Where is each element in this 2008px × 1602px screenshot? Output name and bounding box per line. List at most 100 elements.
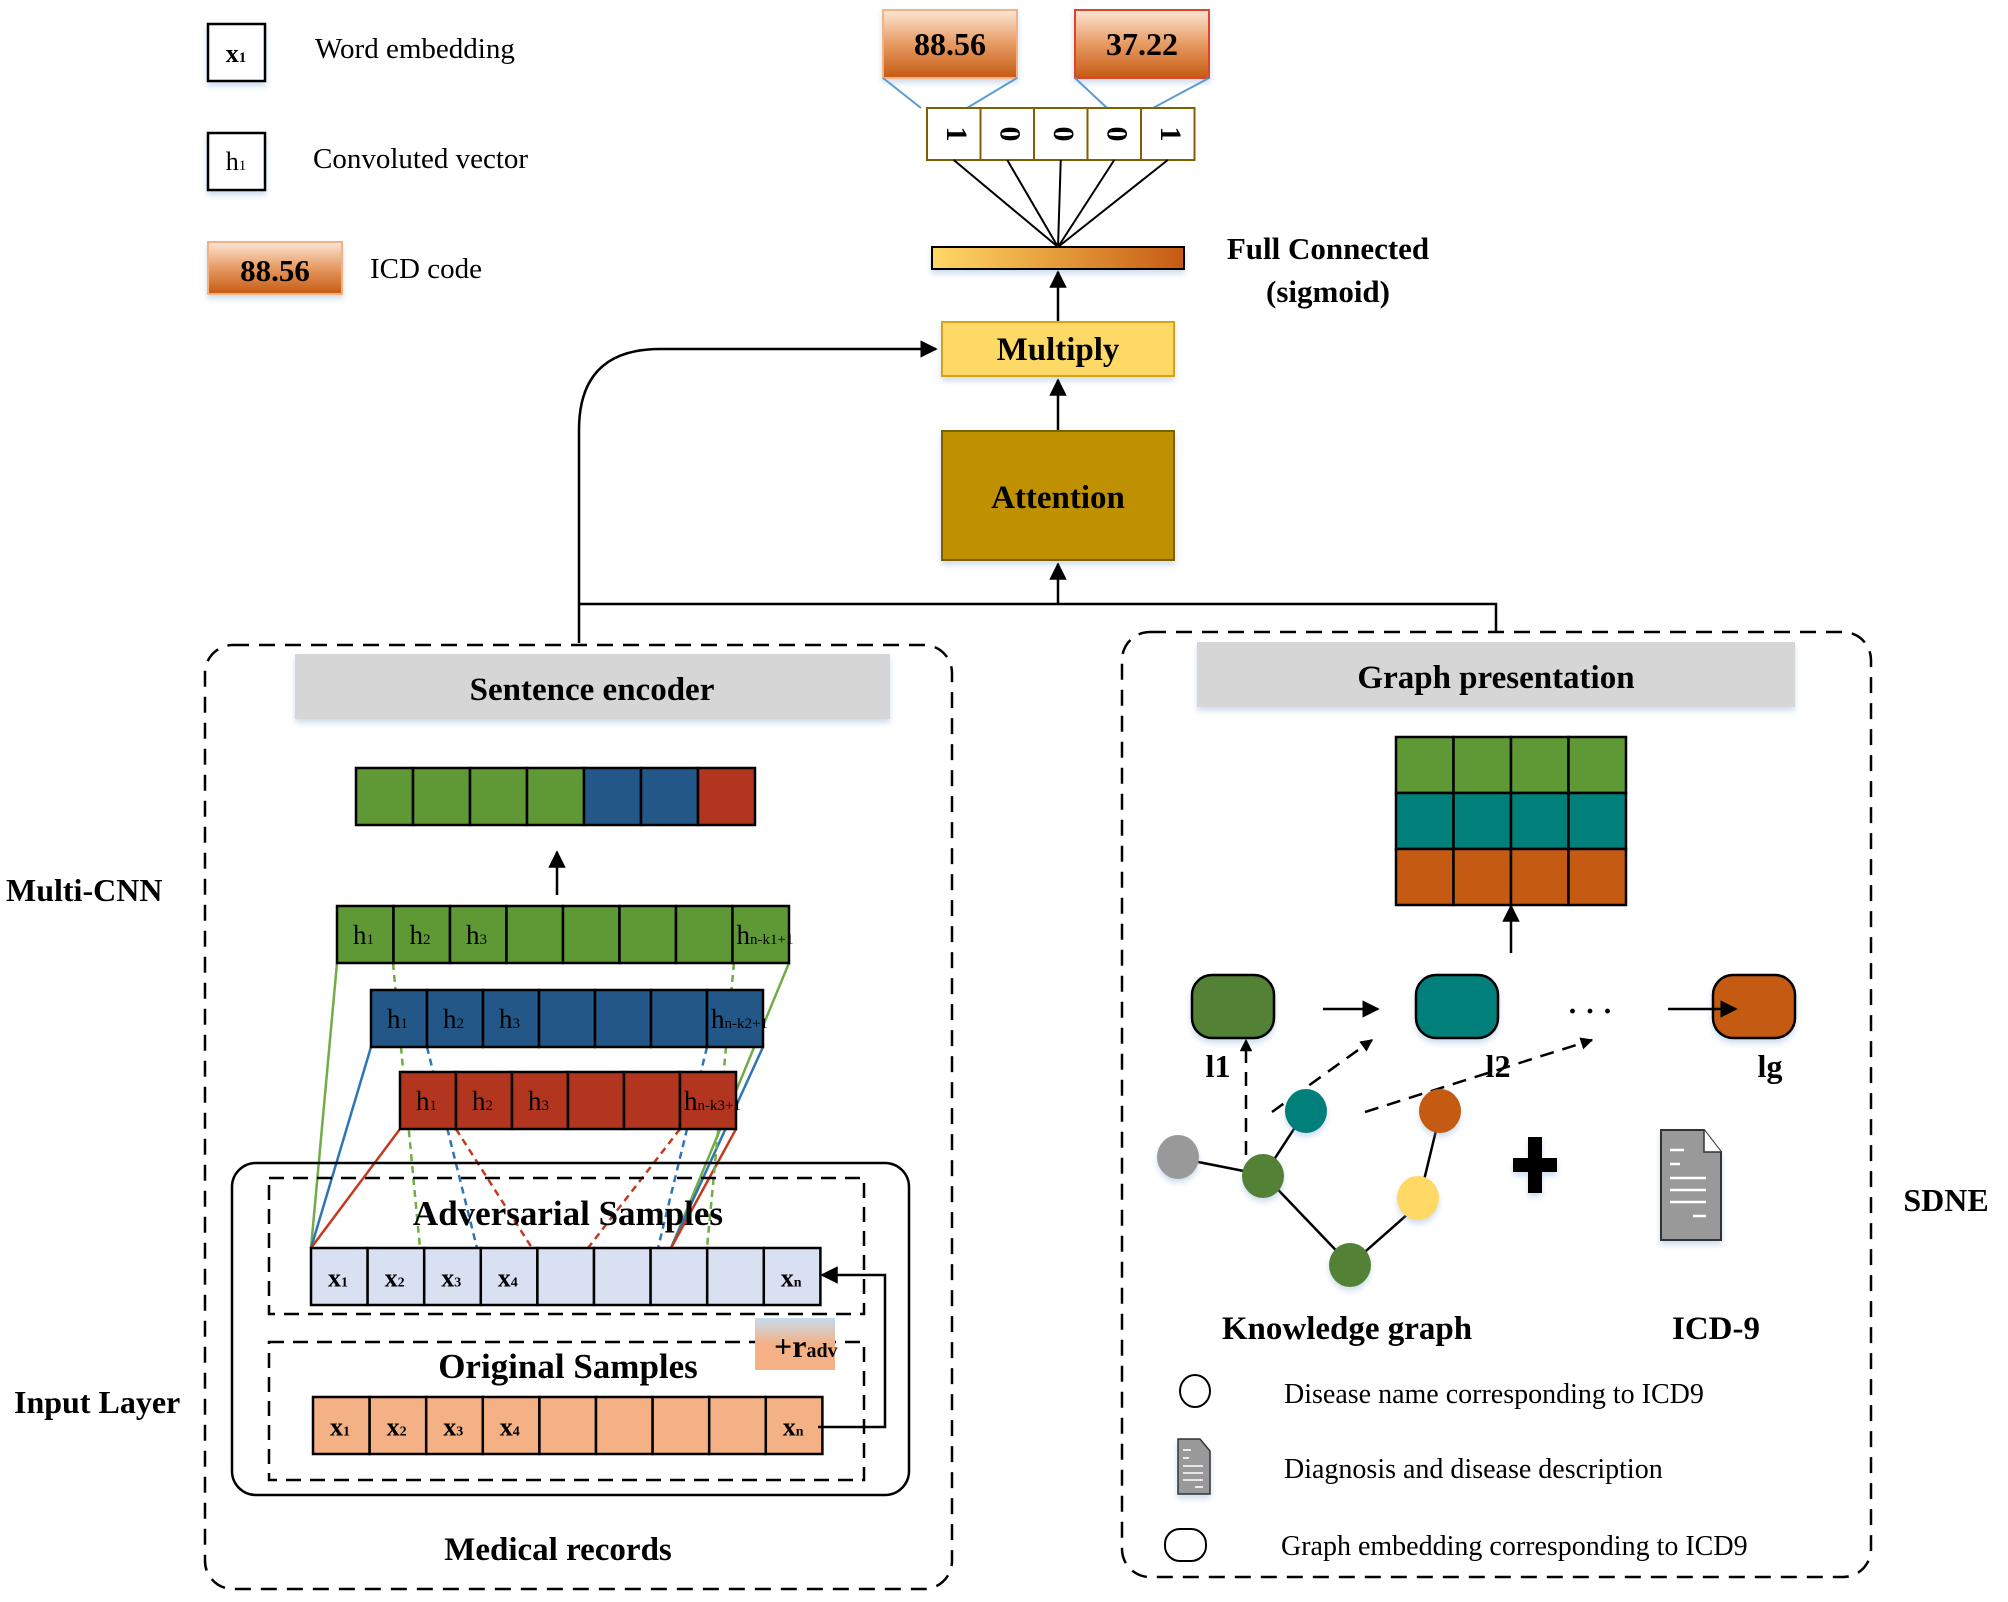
- cell-label: x2: [385, 1264, 405, 1293]
- input-cell: [705, 1246, 766, 1307]
- concat-cell: [468, 766, 529, 827]
- input-cell: [762, 1246, 822, 1307]
- cell-label: x3: [443, 1413, 463, 1442]
- concat-vector: [354, 766, 757, 827]
- plus-icon: [1513, 1137, 1557, 1193]
- input-cell: [536, 1246, 596, 1307]
- conv-cell: [566, 1070, 626, 1131]
- bit-cell: 1: [926, 107, 982, 161]
- multi-cnn-label: Multi-CNN: [6, 872, 162, 908]
- graph-node: [1397, 1176, 1439, 1220]
- graph-node: [1242, 1154, 1284, 1198]
- conv-cell: [392, 904, 452, 965]
- graph-node: [1285, 1089, 1327, 1133]
- multiply-box: [941, 321, 1175, 377]
- bit-value: 0: [1100, 127, 1133, 142]
- original-box: [267, 1340, 866, 1482]
- concat-cell: [354, 766, 415, 827]
- conv-cell: [705, 988, 765, 1049]
- cell-label: xn: [781, 1264, 802, 1293]
- fan-line: [1057, 159, 1116, 248]
- circle-node-icon: [1179, 1374, 1211, 1408]
- bit-value: 1: [1154, 127, 1187, 142]
- ellipsis: · · ·: [1567, 995, 1612, 1028]
- connectors: [577, 340, 1498, 643]
- icd-code-box: [882, 9, 1018, 79]
- cell-label: hn-k2+1: [711, 1004, 768, 1034]
- input-cell: [479, 1246, 539, 1307]
- graph-node: [1329, 1243, 1371, 1287]
- embedding-label: l1: [1206, 1048, 1231, 1084]
- document-icon: [1660, 1129, 1722, 1241]
- conv-cell: [561, 904, 621, 965]
- bit-cell: 0: [1033, 107, 1089, 161]
- knowledge-graph: [1157, 1089, 1461, 1287]
- conv-cell: [674, 904, 734, 965]
- cell-label: x1: [328, 1264, 348, 1293]
- bit-cell: 0: [1086, 107, 1142, 161]
- sentence-encoder-header: [295, 654, 890, 719]
- output-icd-codes: 88.56 37.22: [882, 9, 1210, 109]
- full-connected-layer: [931, 246, 1185, 270]
- conv-lines: [309, 962, 791, 1249]
- matrix-cell: [1452, 791, 1513, 851]
- receptive-field-line: [425, 1046, 479, 1249]
- embedding-label: lg: [1758, 1048, 1783, 1084]
- input-cell: [481, 1395, 541, 1456]
- conv-cell: [481, 988, 541, 1049]
- kernel-edge: [309, 1128, 402, 1249]
- bit-value: 0: [1047, 127, 1080, 142]
- node-embedding-links: [1239, 1037, 1594, 1155]
- perturbation-loop-arrow: [818, 1266, 887, 1429]
- input-layer-container: [230, 1161, 911, 1497]
- graph-embeddings: l1 l2 lg: [1190, 973, 1797, 1084]
- cell-label: x1: [330, 1413, 350, 1442]
- legend-item-word-embedding: x1 Word embedding: [206, 22, 515, 83]
- conv-cell: [425, 988, 485, 1049]
- concat-cell: [411, 766, 472, 827]
- conv-cell: [622, 1070, 682, 1131]
- cell-label: x2: [387, 1413, 407, 1442]
- cell-label: h1: [353, 920, 374, 950]
- perturbation-label: +radv: [774, 1328, 838, 1364]
- input-cell: [651, 1395, 711, 1456]
- embedding-l2: l2: [1414, 973, 1510, 1084]
- conv-cell: [678, 1070, 738, 1131]
- kernel-edge: [309, 1046, 373, 1249]
- rounded-rect-icon: [1164, 1528, 1207, 1562]
- input-cell: [764, 1395, 824, 1456]
- legend-label: Graph embedding corresponding to ICD9: [1281, 1531, 1748, 1562]
- graph-presentation-header: [1197, 642, 1795, 707]
- cell-label: hn-k3+1: [684, 1086, 741, 1116]
- bit-value: 0: [993, 127, 1026, 142]
- input-cell: [594, 1395, 654, 1456]
- adversarial-title: Adversarial Samples: [413, 1194, 723, 1233]
- matrix-cell: [1394, 791, 1455, 851]
- fan-line: [1057, 159, 1062, 248]
- matrix-cell: [1452, 735, 1513, 795]
- legend-item-icd-code: 88.56 ICD code: [207, 241, 482, 295]
- conv-cell: [454, 1070, 514, 1131]
- matrix-cell: [1567, 791, 1628, 851]
- medical-records-label: Medical records: [444, 1532, 672, 1568]
- full-connected-label: Full Connected: [1227, 231, 1429, 266]
- kernel-edge: [309, 962, 339, 1249]
- bit-cell: 0: [979, 107, 1035, 161]
- cell-label: h3: [466, 920, 487, 950]
- sdne-label: SDNE: [1903, 1182, 1988, 1218]
- cell-label: h3: [528, 1086, 549, 1116]
- original-title: Original Samples: [438, 1347, 698, 1386]
- cell-label: h1: [416, 1086, 437, 1116]
- conv-cell: [448, 904, 508, 965]
- conv-cell: [537, 988, 597, 1049]
- receptive-field-line: [587, 1128, 681, 1249]
- legend-top: x1 Word embedding h1 Convoluted vector 8…: [206, 22, 528, 295]
- legend-item-convoluted-vector: h1 Convoluted vector: [206, 131, 528, 192]
- legend-label: Diagnosis and disease description: [1284, 1454, 1663, 1485]
- conv-cell: [593, 988, 653, 1049]
